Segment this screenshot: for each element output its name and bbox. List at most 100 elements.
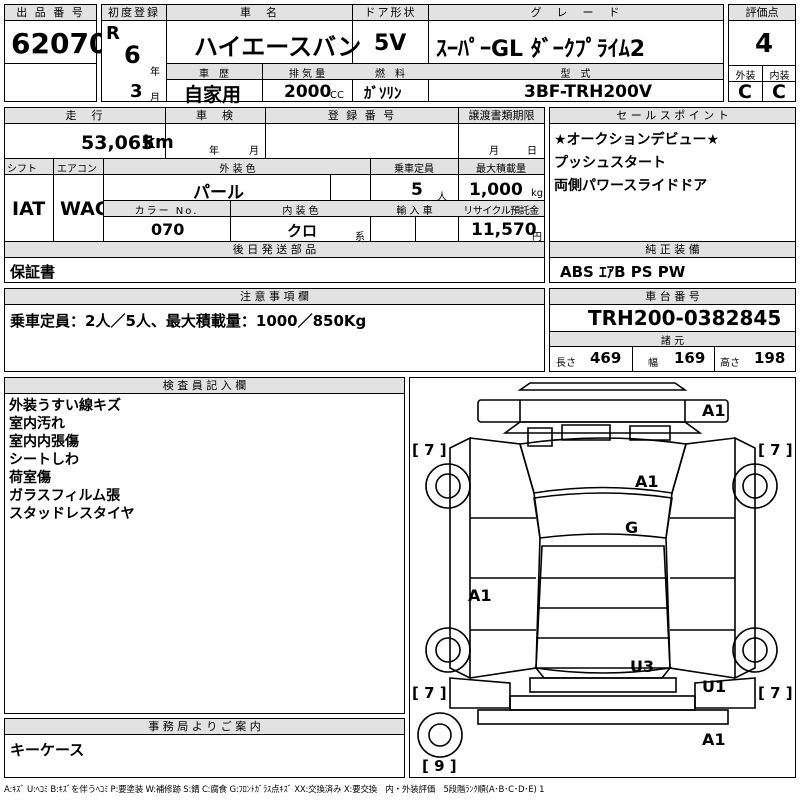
notes-value: 乗車定員：2人／5人、最大積載量：1000／850Kg — [10, 312, 367, 330]
office-label: 事 務 局 よ り ご 案 内 — [5, 719, 404, 735]
mark-rear-u3: U3 — [630, 657, 654, 676]
door-type: 5V — [374, 31, 407, 56]
sales-line-2: プッシュスタート — [554, 155, 666, 171]
notes-label: 注 意 事 項 欄 — [5, 289, 544, 305]
genuine-equipment-label: 純 正 装 備 — [550, 242, 795, 258]
inspector-line-7: スタッドレスタイヤ — [9, 506, 135, 522]
chassis-number: TRH200-0382845 — [588, 306, 782, 330]
length: 469 — [590, 349, 622, 367]
history-label: 車 歴 — [199, 69, 229, 80]
int-color-unit: 系 — [355, 232, 365, 243]
mark-windshield-g: G — [625, 518, 638, 537]
tire-rear-left: [ 7 ] — [412, 684, 447, 702]
ext-color: パール — [193, 183, 244, 203]
ac: WAC — [60, 198, 109, 220]
reg-year: 6 — [124, 41, 141, 69]
max-load-label: 最大積載量 — [476, 164, 526, 175]
sales-point-box: セ ー ル ス ポ イ ン ト ★オークションデビュー★ プッシュスタート 両側… — [549, 107, 796, 242]
sales-point-label: セ ー ル ス ポ イ ン ト — [550, 108, 795, 124]
max-load: 1,000 — [469, 180, 523, 200]
color-no: 070 — [151, 220, 185, 239]
displacement: 2000 — [284, 82, 332, 102]
width: 169 — [674, 349, 706, 367]
int-score: C — [772, 81, 786, 103]
door-label: ドア形状 — [352, 5, 428, 21]
legend: A:ｷｽﾞ U:ﾍｺﾐ B:ｷｽﾞを伴うﾍｺﾐ P:要塗装 W:補修跡 S:錆 … — [4, 785, 545, 795]
reg-month-unit: 月 — [150, 93, 160, 104]
inspector-box: 検 査 員 記 入 欄 外装うすい線キズ 室内汚れ 室内内張傷 シートしわ 荷室… — [4, 377, 405, 714]
shift: IAT — [12, 198, 46, 220]
int-color: クロ — [287, 222, 318, 240]
damage-diagram-box: A1 A1 G A1 U3 U1 A1 [ 7 ] [ 7 ] [ 7 ] [ … — [409, 377, 796, 778]
ext-score: C — [738, 81, 752, 103]
ac-label: エアコン — [57, 164, 97, 175]
ext-score-label: 外装 — [735, 71, 756, 82]
height: 198 — [754, 349, 786, 367]
car-name: ハイエースバン — [194, 33, 362, 61]
genuine-equipment-value: ABS ｴｱB PS PW — [560, 263, 686, 281]
genuine-equipment-box: 純 正 装 備 ABS ｴｱB PS PW — [549, 241, 796, 283]
inspector-line-3: 室内内張傷 — [9, 434, 79, 450]
dims-label: 諸 元 — [660, 336, 685, 347]
recycle-label: リサイクル預託金 — [463, 206, 539, 217]
notes-box: 注 意 事 項 欄 乗車定員：2人／5人、最大積載量：1000／850Kg — [4, 288, 545, 372]
score-label: 評価点 — [729, 5, 795, 21]
tire-front-right: [ 7 ] — [758, 441, 793, 459]
mark-hood-a1: A1 — [635, 472, 659, 491]
import-label: 輸 入 車 — [396, 206, 433, 217]
later-parts-label: 後 日 発 送 部 品 — [5, 242, 544, 258]
length-label: 長さ — [556, 358, 576, 369]
shift-label: シフト — [7, 164, 37, 175]
capacity-label: 乗車定員 — [394, 164, 434, 175]
reg-year-unit: 年 — [150, 67, 160, 78]
car-name-label: 車 名 — [166, 5, 352, 21]
mileage-label: 走 行 — [5, 108, 165, 124]
sales-line-1: ★オークションデビュー★ — [554, 132, 720, 148]
mileage: 53,065 — [81, 132, 155, 154]
office-value: キーケース — [10, 741, 85, 759]
height-label: 高さ — [720, 358, 740, 369]
tire-front-left: [ 7 ] — [412, 441, 447, 459]
capacity: 5 — [411, 180, 423, 200]
tire-spare: [ 9 ] — [422, 757, 457, 775]
insp-month-unit: 月 — [249, 146, 259, 157]
office-box: 事 務 局 よ り ご 案 内 キーケース — [4, 718, 405, 778]
mark-left-a1: A1 — [468, 586, 492, 605]
inspector-line-1: 外装うすい線キズ — [9, 398, 121, 414]
inspector-label: 検 査 員 記 入 欄 — [5, 378, 404, 394]
model-label: 型 式 — [560, 69, 591, 80]
inspector-line-4: シートしわ — [9, 452, 79, 468]
inspector-line-6: ガラスフィルム張 — [9, 488, 121, 504]
tire-rear-right: [ 7 ] — [758, 684, 793, 702]
max-load-unit: kg — [531, 188, 544, 199]
fuel-label: 燃 料 — [375, 69, 405, 80]
inspector-line-2: 室内汚れ — [9, 416, 65, 432]
width-label: 幅 — [648, 358, 658, 369]
score-box: 評価点 4 外装 内装 C C — [728, 4, 796, 103]
mark-right-u1: U1 — [702, 677, 726, 696]
displacement-unit: CC — [330, 90, 344, 101]
transfer-month-unit: 月 — [489, 146, 499, 157]
details-box: 走 行 車 検 登 録 番 号 譲渡書類期限 53,065 km 年 月 月 日… — [4, 107, 545, 243]
later-parts-value: 保証書 — [10, 263, 56, 281]
int-color-label: 内 装 色 — [282, 206, 319, 217]
transfer-day-unit: 日 — [527, 146, 537, 157]
chassis-box: 車 台 番 号 TRH200-0382845 諸 元 長さ 469 幅 169 … — [549, 288, 796, 372]
first-reg-label: 初度登録 — [102, 5, 166, 21]
inspection-label: 車 検 — [165, 108, 265, 124]
vehicle-info-box: 初度登録 車 名 ドア形状 グ レ ー ド R 6 年 3 月 ハイエースバン … — [101, 4, 724, 106]
insp-year-unit: 年 — [209, 146, 219, 157]
sales-line-3: 両側パワースライドドア — [554, 178, 708, 194]
lot-box: 出 品 番 号 62070 — [4, 4, 108, 102]
lot-label: 出 品 番 号 — [5, 5, 96, 21]
displacement-label: 排 気 量 — [288, 69, 326, 80]
recycle-unit: 円 — [532, 232, 542, 243]
capacity-unit: 人 — [437, 192, 447, 203]
reg-month: 3 — [130, 81, 143, 102]
transfer-label: 譲渡書類期限 — [458, 108, 544, 124]
vehicle-diagram: A1 A1 G A1 U3 U1 A1 [ 7 ] [ 7 ] [ 7 ] [ … — [412, 382, 793, 775]
lot-number: 62070 — [11, 27, 109, 60]
grade: ｽｰﾊﾟｰGL ﾀﾞｰｸﾌﾟﾗｲﾑ2 — [436, 37, 646, 62]
history: 自家用 — [184, 84, 242, 106]
color-no-label: カラー No. — [134, 206, 199, 217]
